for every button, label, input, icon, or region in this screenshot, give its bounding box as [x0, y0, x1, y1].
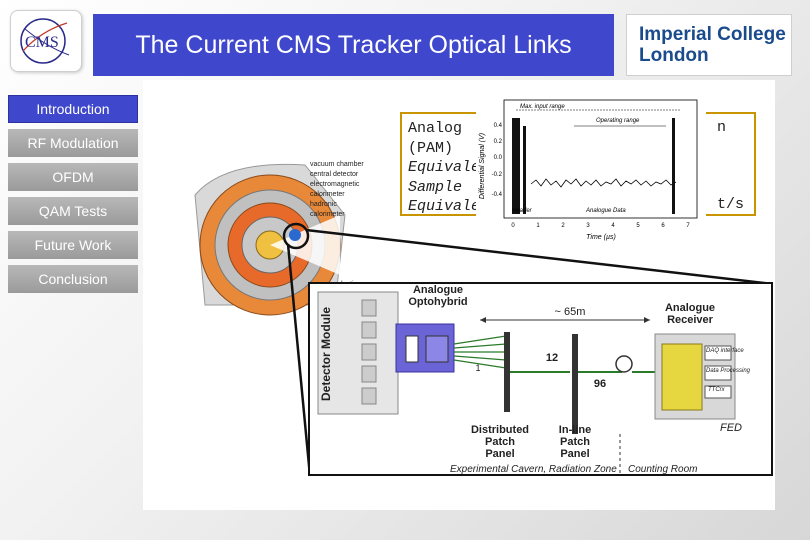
fiber-count-12: 12: [545, 352, 559, 364]
xtick: 7: [686, 223, 690, 229]
page-title: The Current CMS Tracker Optical Links: [135, 30, 572, 59]
fed-label: FED: [720, 422, 742, 434]
plot-xlabel: Time (µs): [586, 234, 616, 241]
cms-logo-graphic: CMS: [20, 18, 70, 64]
ytick: 0.0: [494, 155, 503, 161]
nav-item-qam-tests[interactable]: QAM Tests: [8, 197, 138, 225]
imperial-logo-line-2: London: [639, 45, 709, 66]
zone-right-label: Counting Room: [628, 464, 698, 475]
distributed-patch-panel-label: Distributed Patch Panel: [470, 424, 530, 460]
tb-line: (PAM): [408, 139, 454, 157]
card-processing: Data Processing: [706, 368, 751, 374]
signal-plot: Differential Signal (V) 0.4 0.2 0.0 -0.2…: [476, 96, 706, 244]
optical-link-diagram: Detector Module Analogue Optohybrid ~ 65…: [308, 282, 773, 476]
xtick: 0: [511, 223, 515, 229]
plot-operating-range: Operating range: [596, 118, 640, 124]
tb-right-top: n: [716, 119, 726, 136]
plot-analogue-data: Analogue Data: [585, 208, 626, 214]
tb-line: Equivale: [408, 159, 481, 176]
ytick: 0.2: [494, 139, 503, 145]
fiber-count-96: 96: [593, 378, 607, 390]
receiver-label: Analogue Receiver: [664, 302, 716, 326]
imperial-logo-line-1: Imperial College: [639, 24, 786, 45]
nav-item-ofdm[interactable]: OFDM: [8, 163, 138, 191]
cms-logo: CMS: [10, 10, 82, 72]
slide-title-bar: The Current CMS Tracker Optical Links: [93, 14, 614, 76]
zone-left-label: Experimental Cavern, Radiation Zone: [450, 464, 617, 475]
xtick: 3: [586, 223, 590, 229]
plot-ylabel: Differential Signal (V): [479, 133, 486, 199]
distance-label: ~ 65m: [554, 306, 586, 318]
xtick: 1: [536, 223, 540, 229]
card-ttcrx: TTCrx: [708, 387, 725, 393]
xtick: 5: [636, 223, 640, 229]
tb-right-bottom: t/s: [716, 196, 744, 213]
plot-header: Header: [512, 208, 533, 214]
tb-line: Equivale: [408, 198, 481, 215]
plot-max-input: Max. input range: [520, 104, 565, 110]
ytick: 0.4: [494, 123, 503, 129]
cms-detector-illustration: [194, 163, 346, 316]
optohybrid-label: Analogue Optohybrid: [408, 284, 468, 308]
section-nav: Introduction RF Modulation OFDM QAM Test…: [8, 95, 138, 299]
xtick: 6: [661, 223, 665, 229]
nav-item-conclusion[interactable]: Conclusion: [8, 265, 138, 293]
cms-logo-text: CMS: [25, 34, 59, 51]
fiber-count-1: 1: [475, 363, 481, 373]
detector-module-chips: [361, 299, 377, 405]
xtick: 2: [561, 223, 565, 229]
tb-line: Sample: [408, 178, 463, 196]
nav-item-future-work[interactable]: Future Work: [8, 231, 138, 259]
nav-item-rf-modulation[interactable]: RF Modulation: [8, 129, 138, 157]
tb-line: Analog: [408, 120, 463, 137]
card-daq: DAQ interface: [706, 348, 744, 354]
inline-patch-panel-label: In-line Patch Panel: [558, 424, 592, 460]
imperial-college-logo: Imperial College London: [626, 14, 792, 76]
ytick: -0.4: [492, 192, 503, 198]
detector-module-label: Detector Module: [319, 307, 333, 402]
ytick: -0.2: [492, 172, 503, 178]
xtick: 4: [611, 223, 615, 229]
nav-item-introduction[interactable]: Introduction: [8, 95, 138, 123]
